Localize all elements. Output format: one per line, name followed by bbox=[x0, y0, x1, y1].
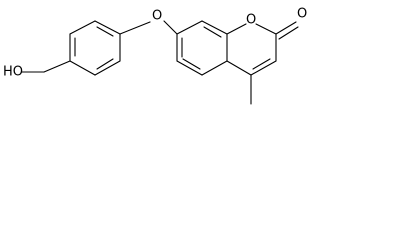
benzo-double-bond-2 bbox=[182, 58, 201, 70]
ether-oxygen-label: O bbox=[152, 9, 162, 24]
phenyl-double-bond-3 bbox=[96, 58, 114, 70]
pyranone-double-bond bbox=[252, 58, 271, 70]
benzo-bond-4 bbox=[201, 60, 228, 76]
carbonyl-oxygen-label: O bbox=[297, 7, 307, 22]
carbonyl-bond-1 bbox=[275, 21, 297, 35]
hydroxymethyl-group bbox=[21, 60, 71, 73]
carbonyl-bond-2 bbox=[278, 26, 299, 40]
pyranone-ring bbox=[226, 21, 299, 105]
phenyl-ring bbox=[69, 20, 121, 76]
benzo-bond-2 bbox=[201, 20, 228, 35]
ring-oxygen-label: O bbox=[246, 13, 256, 28]
bond-o-coumarin bbox=[163, 20, 178, 35]
bond-c4-c4a bbox=[226, 60, 252, 76]
phenyl-double-bond-2 bbox=[96, 26, 114, 37]
hydroxyl-label: HO bbox=[3, 65, 23, 80]
phenyl-bond-3 bbox=[94, 20, 121, 35]
benzo-bond-5 bbox=[176, 60, 203, 76]
bond-c3-c4 bbox=[250, 60, 277, 76]
ether-linkage bbox=[119, 20, 178, 35]
benzo-bond-1 bbox=[176, 20, 203, 35]
phenyl-bond-6 bbox=[69, 60, 96, 76]
chemical-structure: HO O O O bbox=[3, 7, 307, 105]
phenyl-bond-5 bbox=[94, 60, 121, 76]
benzo-double-bond-1 bbox=[203, 26, 222, 38]
bond-o1-c2 bbox=[255, 23, 277, 35]
bond-ch2-ring bbox=[43, 60, 71, 73]
bond-c8a-o1 bbox=[226, 23, 247, 35]
phenyl-bond-2 bbox=[69, 20, 96, 35]
bond-phenyl-o bbox=[119, 21, 151, 35]
coumarin-benzo-ring bbox=[176, 20, 228, 76]
